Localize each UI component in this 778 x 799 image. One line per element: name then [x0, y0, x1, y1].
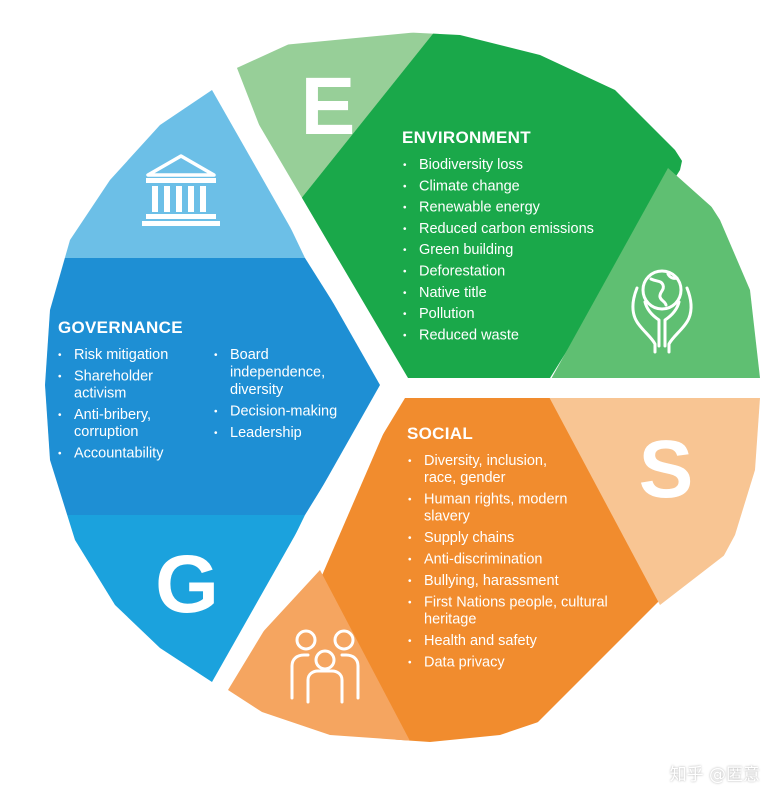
bullet-dot: •: [403, 330, 407, 341]
bullet-item-text: independence,: [230, 365, 325, 381]
bullet-item-text: Climate change: [419, 178, 520, 194]
bullet-item-text: Leadership: [230, 425, 302, 441]
bullet-dot: •: [408, 598, 412, 609]
bullet-dot: •: [403, 267, 407, 278]
bullet-dot: •: [408, 576, 412, 587]
bullet-item-text: diversity: [230, 382, 284, 398]
environment-sector: [230, 32, 760, 378]
bullet-item-text: Diversity, inclusion,: [424, 453, 547, 469]
bullet-dot: •: [408, 533, 412, 544]
bullet-dot: •: [403, 245, 407, 256]
bullet-item-text: Reduced waste: [419, 327, 519, 343]
bullet-dot: •: [214, 428, 218, 439]
bullet-item-text: Anti-bribery,: [74, 407, 151, 423]
bullet-item-text: Bullying, harassment: [424, 573, 559, 589]
bullet-dot: •: [408, 555, 412, 566]
bullet-item-text: Renewable energy: [419, 200, 541, 216]
bullet-dot: •: [403, 181, 407, 192]
bullet-item-text: Green building: [419, 242, 513, 258]
social-dark-band: [320, 398, 660, 742]
watermark-text: 知乎 @匿意: [669, 765, 760, 785]
environment-title: ENVIRONMENT: [402, 128, 531, 147]
bullet-item-text: Risk mitigation: [74, 347, 168, 363]
social-light-band: [548, 398, 760, 605]
bullet-dot: •: [403, 224, 407, 235]
people-group-icon: [290, 629, 360, 704]
bullet-item-text: Accountability: [74, 446, 164, 462]
bullet-dot: •: [408, 495, 412, 506]
bullet-item-text: race, gender: [424, 470, 506, 486]
bullet-dot: •: [408, 658, 412, 669]
environment-bullet-list: • Biodiversity loss • Climate change • Renewa…: [403, 157, 594, 343]
bullet-dot: •: [408, 456, 412, 467]
bullet-dot: •: [58, 350, 62, 361]
government-building-icon: [142, 154, 220, 226]
bullet-dot: •: [403, 203, 407, 214]
bullet-item-text: Board: [230, 347, 269, 363]
bullet-item-text: Biodiversity loss: [419, 157, 523, 173]
bullet-item-text: Health and safety: [424, 633, 538, 649]
bullet-dot: •: [403, 160, 407, 171]
bullet-dot: •: [58, 449, 62, 460]
bullet-dot: •: [403, 288, 407, 299]
bullet-item-text: slavery: [424, 509, 471, 525]
bullet-item-text: heritage: [424, 612, 476, 628]
bullet-dot: •: [408, 636, 412, 647]
bullet-dot: •: [403, 309, 407, 320]
bullet-item-text: Pollution: [419, 306, 475, 322]
bullet-item-text: Reduced carbon emissions: [419, 221, 594, 237]
social-bullet-list: • Diversity, inclusion,race, gender • Human…: [408, 453, 608, 671]
bullet-item-text: Data privacy: [424, 655, 505, 671]
environment-mid-band: [545, 168, 760, 378]
bullet-item-text: First Nations people, cultural: [424, 595, 608, 611]
governance-title: GOVERNANCE: [58, 318, 183, 337]
globe-in-hands-icon: [631, 269, 693, 354]
environment-letter: E: [301, 61, 356, 152]
bullet-dot: •: [214, 407, 218, 418]
social-title: SOCIAL: [407, 424, 473, 443]
bullet-item-text: Shareholder: [74, 369, 153, 385]
governance-letter: G: [155, 539, 219, 630]
bullet-item-text: Human rights, modern: [424, 492, 567, 508]
bullet-item-text: Supply chains: [424, 530, 514, 546]
bullet-item-text: corruption: [74, 424, 138, 440]
governance-dark-band: [45, 258, 380, 515]
social-letter: S: [639, 424, 694, 515]
bullet-item-text: Deforestation: [419, 264, 505, 280]
environment-dark-band: [300, 32, 700, 378]
bullet-item-text: Native title: [419, 285, 487, 301]
bullet-dot: •: [214, 350, 218, 361]
governance-bullet-list-right: • Board independence,diversity • Decision-ma…: [214, 347, 337, 441]
bullet-dot: •: [58, 410, 62, 421]
bullet-item-text: activism: [74, 386, 126, 402]
bullet-item-text: Anti-discrimination: [424, 552, 542, 568]
bullet-item-text: Decision-making: [230, 404, 337, 420]
bullet-dot: •: [58, 372, 62, 383]
